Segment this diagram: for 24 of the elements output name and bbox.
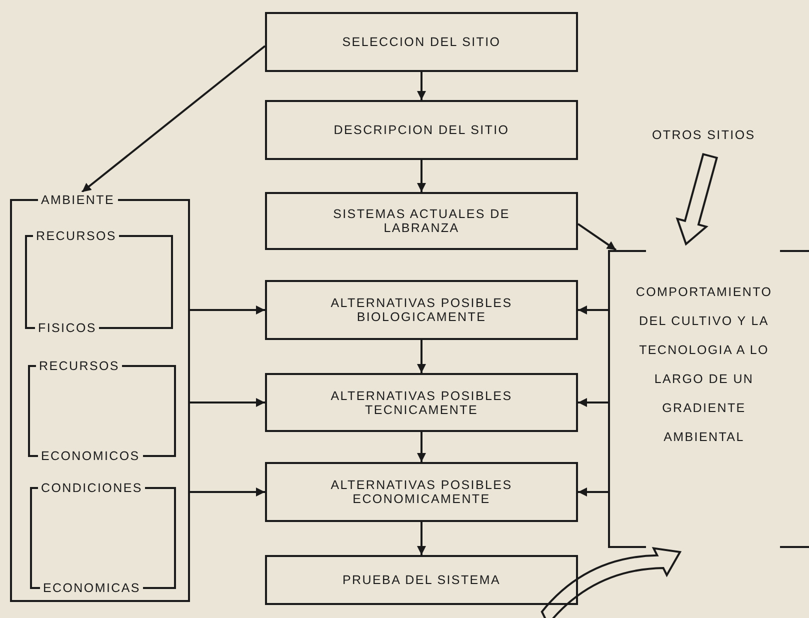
result-text: COMPORTAMIENTO DEL CULTIVO Y LA TECNOLOGIA A LO LARGO DE UN GRADIENTE AMBIENTAL	[634, 284, 774, 446]
arrow	[417, 432, 426, 462]
node-label: OTROS SITIOS	[652, 128, 756, 142]
arrow	[417, 160, 426, 192]
arrow	[81, 45, 266, 193]
arrow	[578, 306, 608, 314]
arrow	[190, 306, 265, 314]
process-box: SISTEMAS ACTUALES DE LABRANZA	[265, 192, 578, 250]
arrow	[578, 398, 608, 407]
process-box: ALTERNATIVAS POSIBLES ECONOMICAMENTE	[265, 462, 578, 522]
process-box: DESCRIPCION DEL SITIO	[265, 100, 578, 160]
arrow	[417, 340, 426, 373]
arrow	[417, 72, 426, 100]
process-box: ALTERNATIVAS POSIBLES TECNICAMENTE	[265, 373, 578, 432]
arrow	[190, 488, 265, 496]
arrow	[577, 223, 617, 251]
arrow	[190, 398, 265, 407]
arrow	[578, 488, 608, 496]
block-arrow	[540, 547, 681, 618]
process-box: SELECCION DEL SITIO	[265, 12, 578, 72]
process-box: PRUEBA DEL SISTEMA	[265, 555, 578, 605]
arrow	[417, 522, 426, 555]
block-arrow	[676, 153, 718, 245]
process-box: ALTERNATIVAS POSIBLES BIOLOGICAMENTE	[265, 280, 578, 340]
